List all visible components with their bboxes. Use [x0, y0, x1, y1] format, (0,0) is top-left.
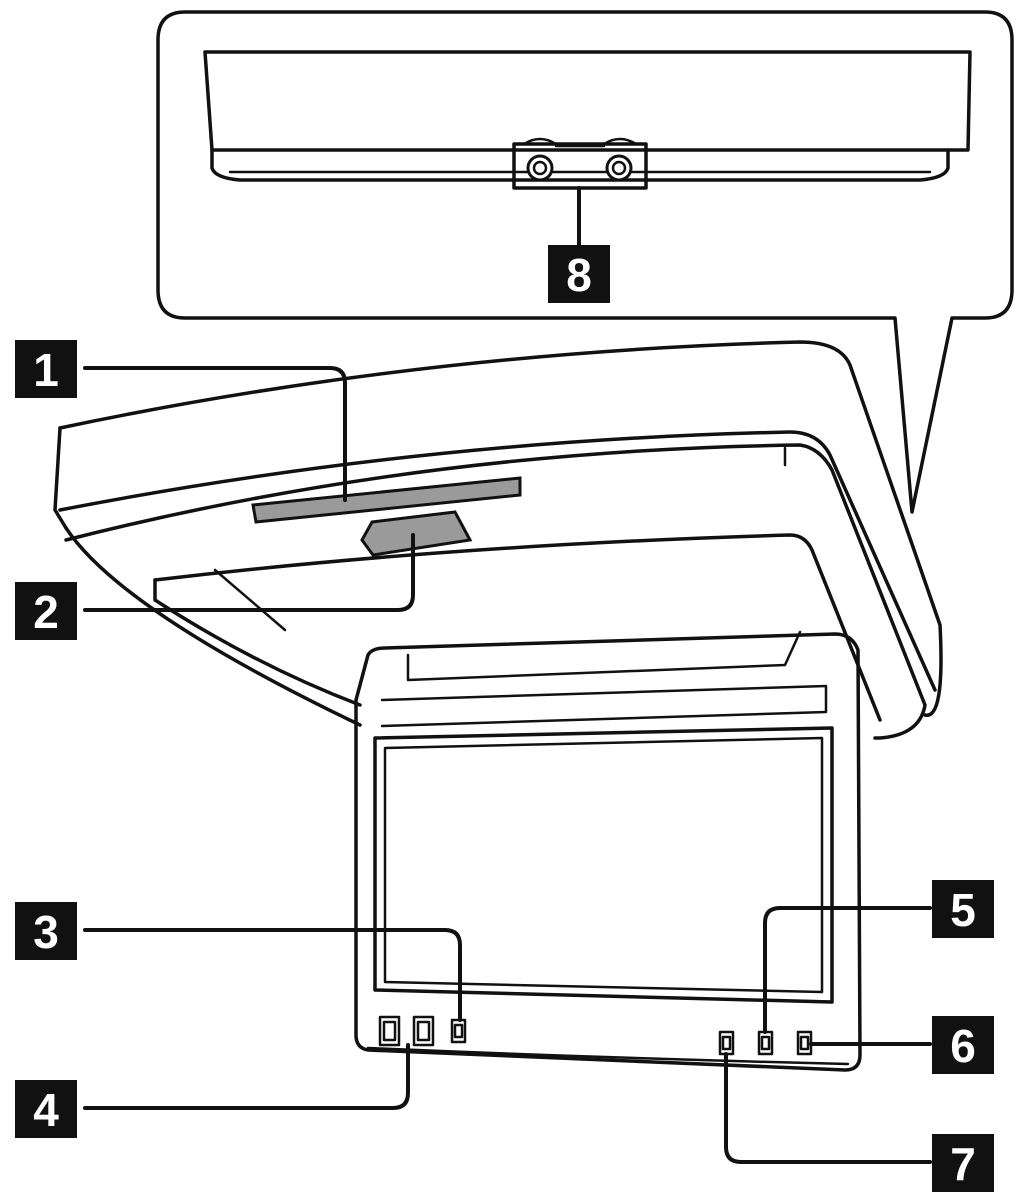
callout-2-label: 2 [33, 586, 59, 638]
callout-8: 8 [548, 245, 610, 303]
callout-6: 6 [932, 1016, 994, 1074]
callout-6-label: 6 [950, 1020, 976, 1072]
callout-1: 1 [15, 340, 77, 398]
leader-3 [83, 928, 462, 1022]
disc-slot [251, 476, 522, 524]
callout-8-label: 8 [566, 249, 592, 301]
callout-5: 5 [932, 880, 994, 938]
monitor-body [354, 632, 862, 1072]
leader-1 [83, 366, 347, 502]
leader-4 [83, 1043, 410, 1110]
callout-7-label: 7 [950, 1138, 976, 1190]
button-4b-icon [412, 1015, 435, 1047]
callout-2: 2 [15, 582, 77, 640]
callout-4-label: 4 [33, 1084, 59, 1136]
inset-panel [156, 10, 1014, 514]
callout-5-label: 5 [950, 884, 976, 936]
button-4a-icon [378, 1015, 401, 1047]
headphone-jack-panel [512, 137, 648, 190]
leader-7 [724, 1052, 932, 1164]
remote-sensor [360, 510, 473, 557]
ceiling-housing [53, 340, 943, 740]
callout-1-label: 1 [33, 344, 59, 396]
inset-ceiling-unit [203, 50, 972, 182]
leader-5 [763, 906, 932, 1034]
leader-2 [83, 533, 415, 612]
leader-lines [83, 186, 932, 1164]
callout-7: 7 [932, 1134, 994, 1192]
control-buttons [378, 1015, 813, 1056]
callout-3: 3 [15, 902, 77, 960]
callout-4: 4 [15, 1080, 77, 1138]
callout-3-label: 3 [33, 906, 59, 958]
